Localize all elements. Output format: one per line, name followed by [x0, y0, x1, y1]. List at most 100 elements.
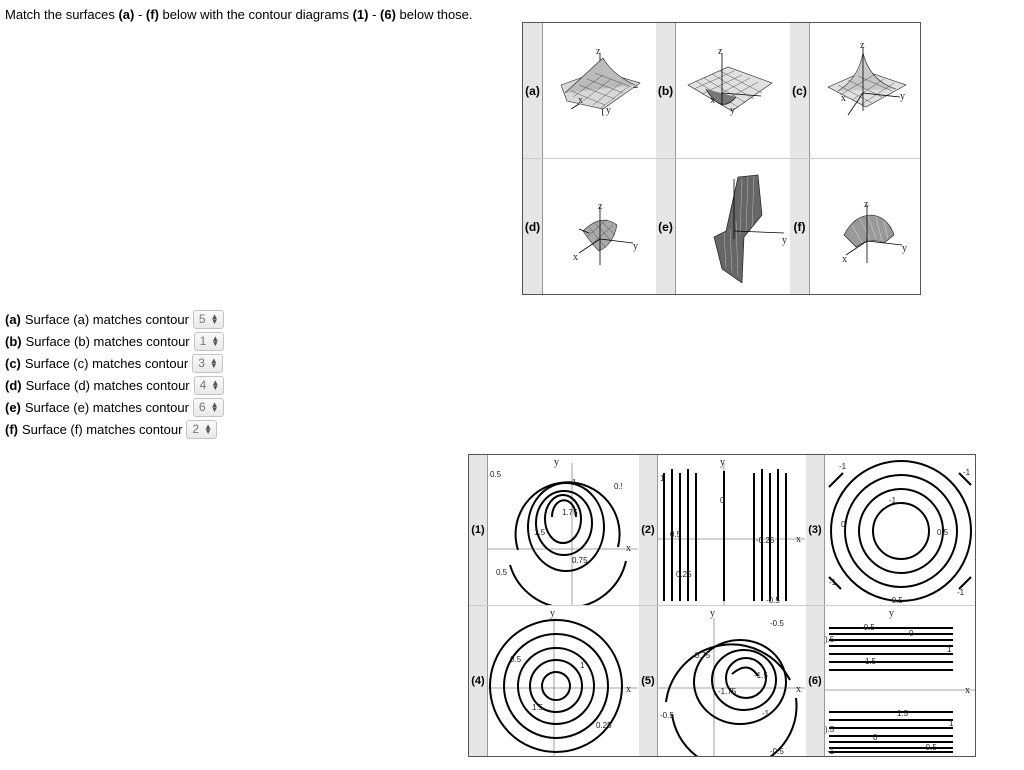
svg-text:y: y: [710, 608, 715, 619]
svg-text:1.5: 1.5: [532, 703, 544, 712]
surface-label-a: (a): [523, 23, 543, 158]
svg-text:y: y: [633, 241, 638, 252]
surface-label-e: (e): [656, 159, 676, 294]
svg-text:-0.5: -0.5: [770, 747, 784, 756]
contour-select-b[interactable]: 1▲▼: [193, 331, 225, 351]
svg-text:0.!: 0.!: [614, 482, 623, 491]
svg-text:z: z: [718, 46, 723, 57]
svg-text:0.5: 0.5: [490, 470, 502, 479]
svg-text:-1: -1: [957, 588, 965, 597]
svg-text:-1: -1: [762, 709, 770, 718]
svg-text:x: x: [626, 543, 631, 554]
surface-label-f: (f): [790, 159, 810, 294]
svg-text:x: x: [578, 95, 583, 106]
svg-text:x: x: [573, 252, 578, 263]
stepper-arrows-icon: ▲▼: [209, 356, 218, 370]
svg-text:0.5: 0.5: [510, 655, 522, 664]
contour-select-c[interactable]: 3▲▼: [192, 353, 223, 373]
stepper-arrows-icon: ▲▼: [211, 378, 220, 392]
contour-label-2: (2): [639, 455, 658, 605]
svg-text:0: 0: [909, 629, 914, 638]
surface-a-plot: z x y: [543, 23, 655, 158]
svg-text:1.75: 1.75: [562, 508, 578, 517]
surface-label-d: (d): [523, 159, 543, 294]
contour-1-plot: 0.5 0.! 1 1.75 1.5 0.75 0.5 y x: [488, 455, 638, 605]
svg-text:y: y: [900, 91, 905, 102]
contour-select-f[interactable]: 2▲▼: [186, 419, 218, 439]
svg-text:x: x: [841, 93, 846, 104]
svg-text:x: x: [842, 254, 847, 265]
svg-text:y: y: [554, 457, 559, 468]
svg-text:1: 1: [947, 645, 952, 654]
svg-text:-1.75: -1.75: [718, 687, 737, 696]
svg-text:-1: -1: [839, 462, 847, 471]
svg-text:x: x: [796, 534, 801, 545]
svg-text:-1: -1: [827, 747, 835, 756]
svg-text:-1: -1: [829, 578, 837, 587]
instructions: Match the surfaces (a) - (f) below with …: [5, 7, 473, 22]
svg-text:-0.5: -0.5: [766, 596, 780, 605]
svg-text:0.5: 0.5: [670, 530, 682, 539]
svg-text:-0.5: -0.5: [889, 596, 903, 605]
svg-text:y: y: [782, 235, 787, 246]
svg-text:x: x: [626, 684, 631, 695]
contour-select-e[interactable]: 6▲▼: [192, 397, 224, 417]
contour-label-6: (6): [806, 606, 825, 756]
contour-4-plot: 0.5 1 1.5 0.25 y x: [488, 606, 638, 756]
stepper-arrows-icon: ▲▼: [210, 312, 219, 326]
svg-text:0: 0: [873, 733, 878, 742]
svg-text:1.5: 1.5: [865, 657, 877, 666]
svg-text:-0.75: -0.75: [692, 651, 711, 660]
svg-text:-0.5: -0.5: [923, 743, 937, 752]
surface-f-plot: z x y: [810, 159, 920, 294]
surface-c-plot: z x y: [810, 23, 920, 158]
svg-text:y: y: [606, 105, 611, 116]
contour-label-4: (4): [469, 606, 488, 756]
svg-text:y: y: [550, 608, 555, 619]
svg-text:-0.25: -0.25: [756, 536, 775, 545]
svg-text:-1: -1: [963, 468, 971, 477]
stepper-arrows-icon: ▲▼: [210, 400, 219, 414]
svg-text:0.5: 0.5: [937, 528, 949, 537]
svg-text:y: y: [730, 105, 735, 116]
svg-text:0.75: 0.75: [572, 556, 588, 565]
contours-table: (1) 0.5 0.! 1 1.75 1.5 0.75 0.: [468, 454, 976, 757]
svg-text:0.25: 0.25: [676, 570, 692, 579]
svg-text:z: z: [598, 201, 603, 212]
svg-text:1: 1: [660, 474, 665, 483]
svg-text:x: x: [710, 95, 715, 106]
surfaces-table: (a) z x y (b): [522, 22, 921, 295]
svg-text:1.5: 1.5: [897, 709, 909, 718]
surface-b-plot: z x y: [676, 23, 789, 158]
svg-text:0: 0: [720, 496, 725, 505]
svg-text:z: z: [860, 40, 865, 51]
contour-label-5: (5): [639, 606, 658, 756]
contour-select-d[interactable]: 4▲▼: [193, 375, 225, 395]
svg-text:x: x: [796, 684, 801, 695]
surface-e-plot: y: [676, 159, 789, 294]
svg-text:z: z: [596, 46, 601, 57]
svg-text:1: 1: [949, 719, 954, 728]
svg-text:-1.5: -1.5: [754, 671, 768, 680]
svg-text:y: y: [889, 608, 894, 619]
svg-text:1: 1: [572, 478, 577, 487]
svg-text:0.5: 0.5: [496, 568, 508, 577]
svg-text:).5: ).5: [825, 635, 835, 644]
svg-text:-0.5: -0.5: [861, 623, 875, 632]
contour-5-plot: -0.5 -0.75 -1.5 -1.75 -1 -0.5 -0.5 y x: [658, 606, 805, 756]
contour-2-plot: 1 0 0.5 -0.25 0.25 -0.5 y x: [658, 455, 805, 605]
stepper-arrows-icon: ▲▼: [204, 422, 213, 436]
surface-label-b: (b): [656, 23, 676, 158]
svg-text:0.25: 0.25: [596, 721, 612, 730]
svg-text:x: x: [965, 685, 970, 696]
contour-label-3: (3): [806, 455, 825, 605]
svg-text:).5: ).5: [825, 725, 835, 734]
svg-text:-1: -1: [889, 496, 897, 505]
surface-d-plot: z x y: [543, 159, 655, 294]
svg-text:y: y: [902, 243, 907, 254]
contour-select-a[interactable]: 5▲▼: [192, 309, 224, 329]
